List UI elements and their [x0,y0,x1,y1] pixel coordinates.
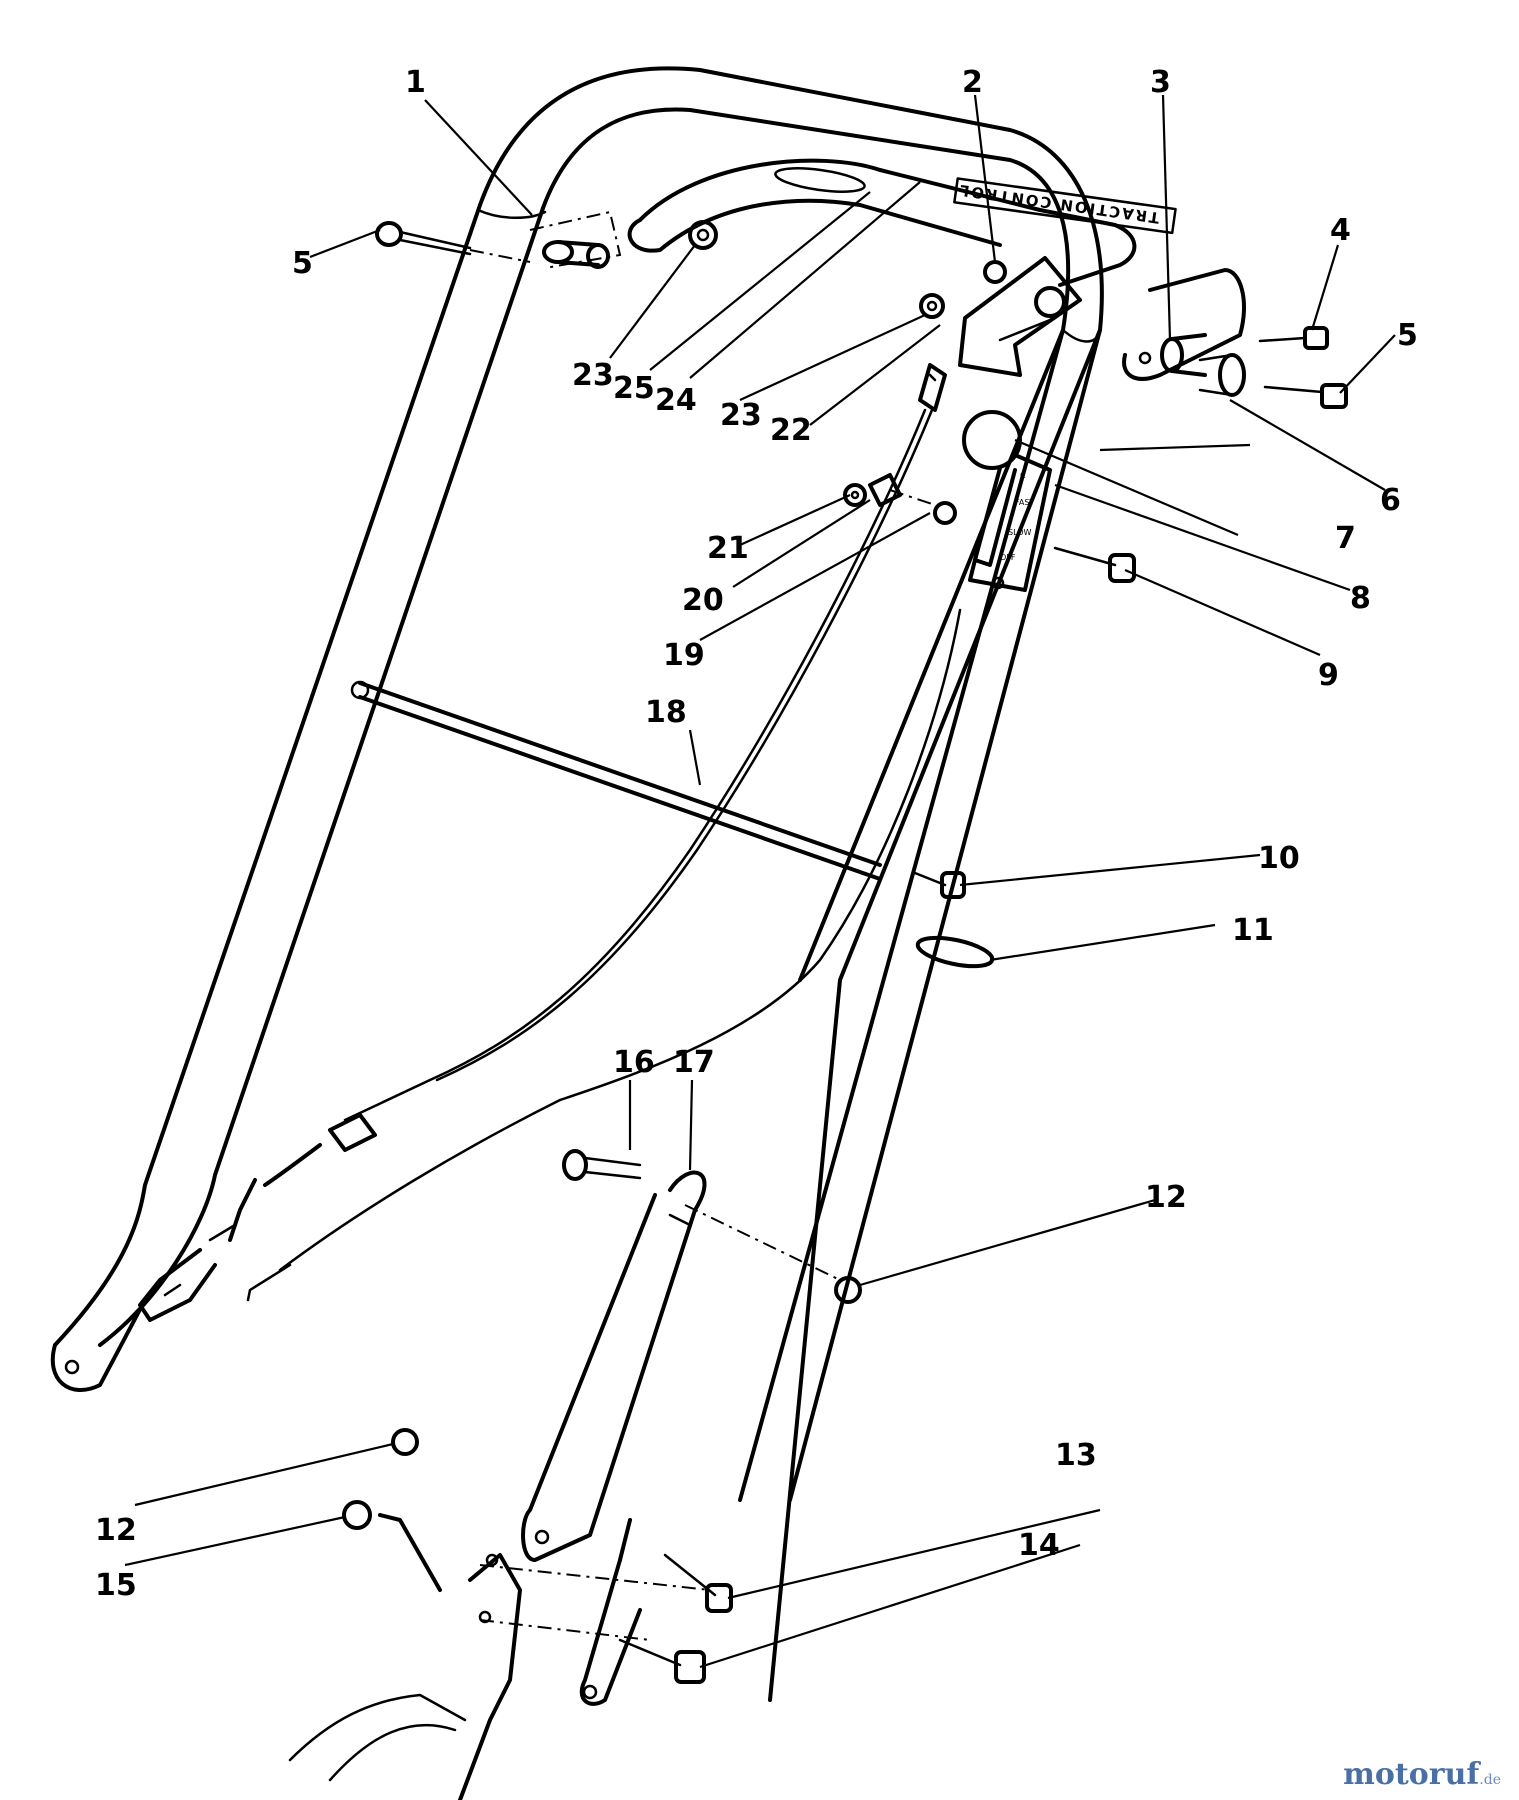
handle-frame [50,66,1104,1702]
callout-16: 16 [613,1045,655,1080]
callout-5-right: 5 [1397,318,1418,353]
callout-21: 21 [707,531,749,566]
callout-20: 20 [682,583,724,618]
callout-17: 17 [673,1045,715,1080]
callout-7: 7 [1335,521,1356,556]
bolt-5-left [375,221,531,263]
right-bracket [1122,268,1348,409]
callout-15: 15 [95,1568,137,1603]
callout-1: 1 [405,65,426,100]
mount-bracket [521,1149,841,1706]
callout-22: 22 [770,413,812,448]
callout-19: 19 [663,638,705,673]
callout-3: 3 [1150,65,1171,100]
svg-text:SLOW: SLOW [1008,528,1032,537]
svg-text:C: C [1020,471,1026,480]
watermark-tld: .de [1479,1772,1501,1788]
svg-text:OFF: OFF [1000,553,1016,562]
callout-23-left: 23 [572,358,614,393]
callout-10: 10 [1258,841,1300,876]
watermark-text: motoruf [1343,1757,1480,1792]
deck-bracket [288,1428,733,1800]
control-cable [138,363,962,1322]
callout-9: 9 [1318,658,1339,693]
callout-18: 18 [645,695,687,730]
callout-12-right: 12 [1145,1180,1187,1215]
callout-24: 24 [655,383,697,418]
callouts: 1 2 3 4 5 5 6 7 8 9 10 11 12 12 13 14 15… [95,65,1418,1603]
callout-2: 2 [962,65,983,100]
callout-13: 13 [1055,1438,1097,1473]
callout-12-left: 12 [95,1513,137,1548]
callout-4: 4 [1330,213,1351,248]
callout-5-left: 5 [292,246,313,281]
callout-6: 6 [1380,483,1401,518]
callout-25: 25 [613,371,655,406]
lower-crossbar [350,680,882,881]
watermark: motoruf.de [1343,1757,1501,1792]
bolt-9 [1053,546,1136,583]
left-bail-mount [529,210,718,269]
callout-8: 8 [1350,581,1371,616]
svg-text:FAST: FAST [1015,498,1034,507]
control-bracket [919,256,1082,377]
callout-14: 14 [1018,1528,1060,1563]
leader-lines [124,94,1396,1669]
control-lever: C FAST SLOW OFF [962,410,1052,592]
callout-23-right: 23 [720,398,762,433]
callout-11: 11 [1232,913,1274,948]
